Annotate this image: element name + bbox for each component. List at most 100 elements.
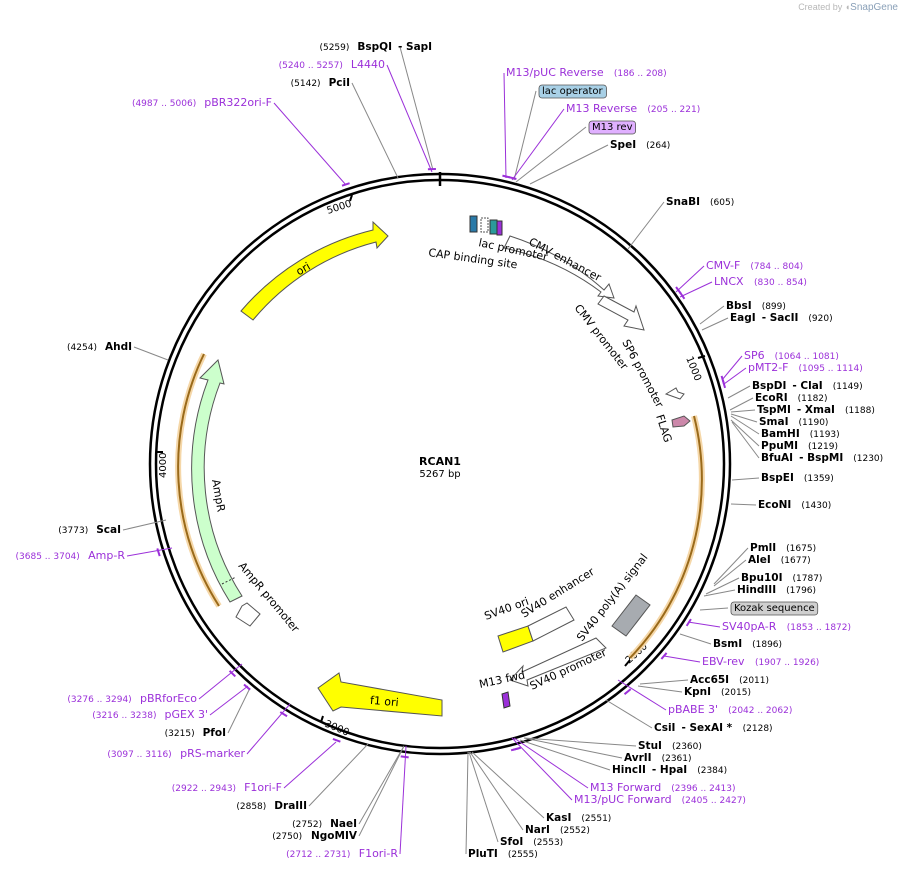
site-ppumi: PpuMI(1219) [761,440,838,452]
label-position: (205 .. 221) [647,105,700,115]
leader-line [679,281,713,298]
label-position: (2405 .. 2427) [682,796,746,806]
label-name: BsmI [713,638,742,650]
label-name: pRS-marker [180,747,245,760]
label-name: LNCX [714,275,744,288]
primer-pbrforeco: pBRforEco(3276 .. 3294) [67,692,197,705]
label-name: NgoMIV [311,830,358,842]
leader-line [515,126,587,183]
leader-line [511,108,565,181]
leader-line [399,46,434,171]
created-by-text: Created by [798,2,843,12]
site-kpni: KpnI(2015) [684,686,751,698]
label-name: EcoNI [758,499,791,511]
label-position: (3216 .. 3238) [92,711,156,721]
label-position: (2011) [739,676,769,686]
site-hincii: HincII- HpaI(2384) [612,764,727,776]
label-position: (1230) [853,454,883,464]
leader-line [209,685,249,716]
primer-m13-puc-forward: M13/pUC Forward(2405 .. 2427) [574,793,746,806]
badge-label: M13 rev [592,122,633,133]
site-bsmi: BsmI(1896) [713,638,782,650]
label-position: (2360) [672,742,702,752]
label-position: (1149) [833,382,863,392]
label-position: (784 .. 804) [750,262,803,272]
site-bbsi: BbsI(899) [726,300,786,312]
leader-line [513,737,589,789]
label-name: BamHI [761,428,800,440]
label-name: SnaBI [666,196,700,208]
site-acc65i: Acc65I(2011) [690,674,769,686]
label-name: BspDI [752,380,786,392]
label-name: pMT2-F [748,361,789,374]
primer-f1ori-f: F1ori-F(2922 .. 2943) [172,781,282,794]
leader-line [469,751,524,831]
primer-marker [400,755,409,759]
feature-badge-lac-operator: lac operator [538,84,607,99]
primer-amp-r: Amp-R(3685 .. 3704) [16,549,126,562]
leader-line [730,503,757,506]
leader-line [523,737,637,747]
label-position: (186 .. 208) [614,69,667,79]
label-position: (5142) [291,79,321,89]
primer-sv40pa-r: SV40pA-R(1853 .. 1872) [722,620,851,633]
label-position: (2361) [662,754,692,764]
leader-line [227,687,251,734]
leader-line [273,102,347,186]
label-name: BfuAI [761,452,793,464]
label-name: DraIII [274,800,307,812]
svg-text:AmpR: AmpR [209,478,228,513]
label-name: SmaI [759,416,789,428]
label-name: ScaI [96,524,121,536]
label-name: EagI [730,312,756,324]
site-bspdi: BspDI- ClaI(1149) [752,380,863,392]
primer-m13-reverse: M13 Reverse(205 .. 221) [566,102,700,115]
feature-badge-m13-rev: M13 rev [588,120,636,135]
ring-tick-4000: 4000 [156,451,169,478]
label-position: (1907 .. 1926) [755,658,819,668]
site-csii: CsiI- SexAI *(2128) [654,722,773,734]
label-extra: - SapI [398,41,432,53]
svg-text:AmpR promoter: AmpR promoter [236,560,302,636]
site-sfoi: SfoI(2553) [500,836,563,848]
label-position: (1359) [804,474,834,484]
label-name: TspMI [757,404,791,416]
primer-marker [243,683,251,691]
primer-marker [685,618,692,627]
label-name: AvrII [624,752,652,764]
label-name: CMV-F [706,259,740,272]
feature-f1-ori: f1 ori [317,672,443,717]
feature-sv40-promoter: SV40 promoter [509,637,609,693]
label-position: (2750) [272,832,302,842]
plasmid-size: 5267 bp [419,469,460,480]
site-smai: SmaI (1190) [759,416,828,428]
feature-badge-kozak-sequence: Kozak sequence [730,601,819,616]
primer-sp6: SP6(1064 .. 1081) [744,349,839,362]
label-position: (1190) [799,418,829,428]
site-bamhi: BamHI(1193) [761,428,840,440]
label-position: (4987 .. 5006) [132,99,196,109]
label-position: (3097 .. 3116) [107,750,171,760]
leader-line [358,745,405,837]
leader-line [627,201,665,250]
label-name: SpeI [610,139,636,151]
leader-line [465,751,469,855]
label-extra: - SexAI * [681,722,732,734]
label-position: (2553) [533,838,563,848]
label-name: PpuMI [761,440,798,452]
feature-ori: ori [240,220,389,321]
site-nari: NarI(2552) [525,824,590,836]
leader-line [126,547,173,557]
orf-left-arc [177,353,220,607]
primer-lncx: LNCX(830 .. 854) [714,275,807,288]
snapgene-branding: Created by ◖SnapGene [798,2,898,13]
label-name: KasI [546,812,571,824]
primer-prs-marker: pRS-marker (3097 .. 3116) [107,747,245,760]
primer-marker [721,379,726,389]
badge-label: lac operator [542,86,603,97]
feature-sv40-polya: SV40 poly(A) signal [574,551,651,644]
label-position: (5259) [319,43,349,53]
label-position: (1182) [798,394,828,404]
leader-line [639,679,689,685]
label-position: (4254) [67,343,97,353]
